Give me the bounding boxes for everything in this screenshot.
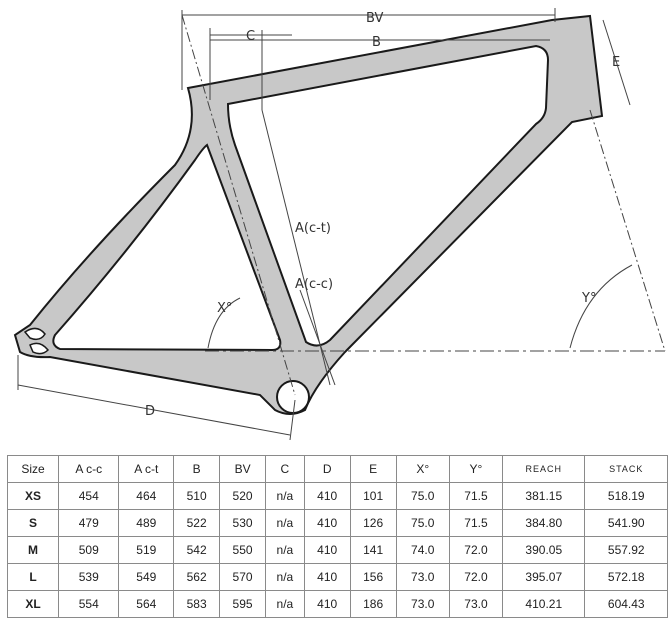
size-cell: M [7, 536, 59, 564]
value-cell: 530 [219, 509, 267, 537]
size-cell: XL [7, 590, 59, 618]
value-cell: 156 [349, 563, 397, 591]
value-cell: n/a [265, 590, 305, 618]
value-cell: 410 [303, 482, 351, 510]
value-cell: n/a [265, 509, 305, 537]
value-cell: 384.80 [502, 509, 586, 537]
value-cell: 595 [219, 590, 267, 618]
label-x-angle: X° [217, 301, 232, 316]
value-cell: 71.5 [448, 482, 504, 510]
value-cell: 539 [57, 563, 120, 591]
label-c: C [246, 29, 255, 44]
value-cell: 410 [303, 563, 351, 591]
header-a-ct: A c-t [118, 455, 175, 483]
dimension-labels: BV B C E A(c-t) A(c-c) X° Y° D [145, 11, 620, 419]
header-x: X° [395, 455, 450, 483]
value-cell: 541.90 [584, 509, 668, 537]
value-cell: 522 [173, 509, 221, 537]
value-cell: 75.0 [395, 509, 450, 537]
value-cell: 570 [219, 563, 267, 591]
value-cell: 572.18 [584, 563, 668, 591]
header-d: D [303, 455, 351, 483]
size-cell: L [7, 563, 59, 591]
value-cell: n/a [265, 536, 305, 564]
value-cell: 71.5 [448, 509, 504, 537]
value-cell: 410 [303, 590, 351, 618]
value-cell: n/a [265, 563, 305, 591]
value-cell: 549 [118, 563, 175, 591]
header-b: B [173, 455, 221, 483]
value-cell: 395.07 [502, 563, 586, 591]
label-e: E [612, 55, 620, 70]
value-cell: 410 [303, 536, 351, 564]
value-cell: 479 [57, 509, 120, 537]
value-cell: 73.0 [395, 563, 450, 591]
header-bv: BV [219, 455, 267, 483]
dropout [23, 327, 50, 355]
value-cell: 520 [219, 482, 267, 510]
value-cell: 554 [57, 590, 120, 618]
value-cell: 464 [118, 482, 175, 510]
value-cell: 583 [173, 590, 221, 618]
value-cell: 72.0 [448, 536, 504, 564]
header-e: E [349, 455, 397, 483]
value-cell: 542 [173, 536, 221, 564]
bottom-bracket [276, 380, 310, 414]
value-cell: 410.21 [502, 590, 586, 618]
value-cell: 489 [118, 509, 175, 537]
value-cell: 390.05 [502, 536, 586, 564]
value-cell: 557.92 [584, 536, 668, 564]
value-cell: 562 [173, 563, 221, 591]
value-cell: n/a [265, 482, 305, 510]
value-cell: 454 [57, 482, 120, 510]
frame-body [13, 14, 604, 415]
header-size: Size [7, 455, 59, 483]
geometry-table: Size A c-c A c-t B BV C D E X° Y° REACH … [7, 455, 668, 618]
label-y-angle: Y° [581, 291, 596, 306]
label-d: D [145, 404, 155, 419]
value-cell: 75.0 [395, 482, 450, 510]
header-y: Y° [448, 455, 504, 483]
label-a-cc: A(c-c) [295, 277, 333, 292]
value-cell: 186 [349, 590, 397, 618]
size-cell: S [7, 509, 59, 537]
value-cell: 126 [349, 509, 397, 537]
label-b: B [372, 35, 381, 50]
value-cell: 604.43 [584, 590, 668, 618]
value-cell: 101 [349, 482, 397, 510]
frame-geometry-diagram: BV B C E A(c-t) A(c-c) X° Y° D [13, 8, 666, 441]
value-cell: 141 [349, 536, 397, 564]
value-cell: 72.0 [448, 563, 504, 591]
table-header-row: Size A c-c A c-t B BV C D E X° Y° REACH … [7, 455, 668, 483]
value-cell: 510 [173, 482, 221, 510]
value-cell: 564 [118, 590, 175, 618]
header-a-cc: A c-c [57, 455, 120, 483]
value-cell: 73.0 [448, 590, 504, 618]
header-stack: STACK [584, 455, 668, 483]
size-cell: XS [7, 482, 59, 510]
value-cell: 518.19 [584, 482, 668, 510]
header-c: C [265, 455, 305, 483]
value-cell: 410 [303, 509, 351, 537]
frame [13, 14, 604, 415]
value-cell: 381.15 [502, 482, 586, 510]
label-bv: BV [366, 11, 384, 26]
header-reach: REACH [502, 455, 586, 483]
value-cell: 73.0 [395, 590, 450, 618]
value-cell: 74.0 [395, 536, 450, 564]
label-a-ct: A(c-t) [295, 221, 331, 236]
value-cell: 519 [118, 536, 175, 564]
value-cell: 509 [57, 536, 120, 564]
dimension-lines [17, 8, 666, 441]
value-cell: 550 [219, 536, 267, 564]
